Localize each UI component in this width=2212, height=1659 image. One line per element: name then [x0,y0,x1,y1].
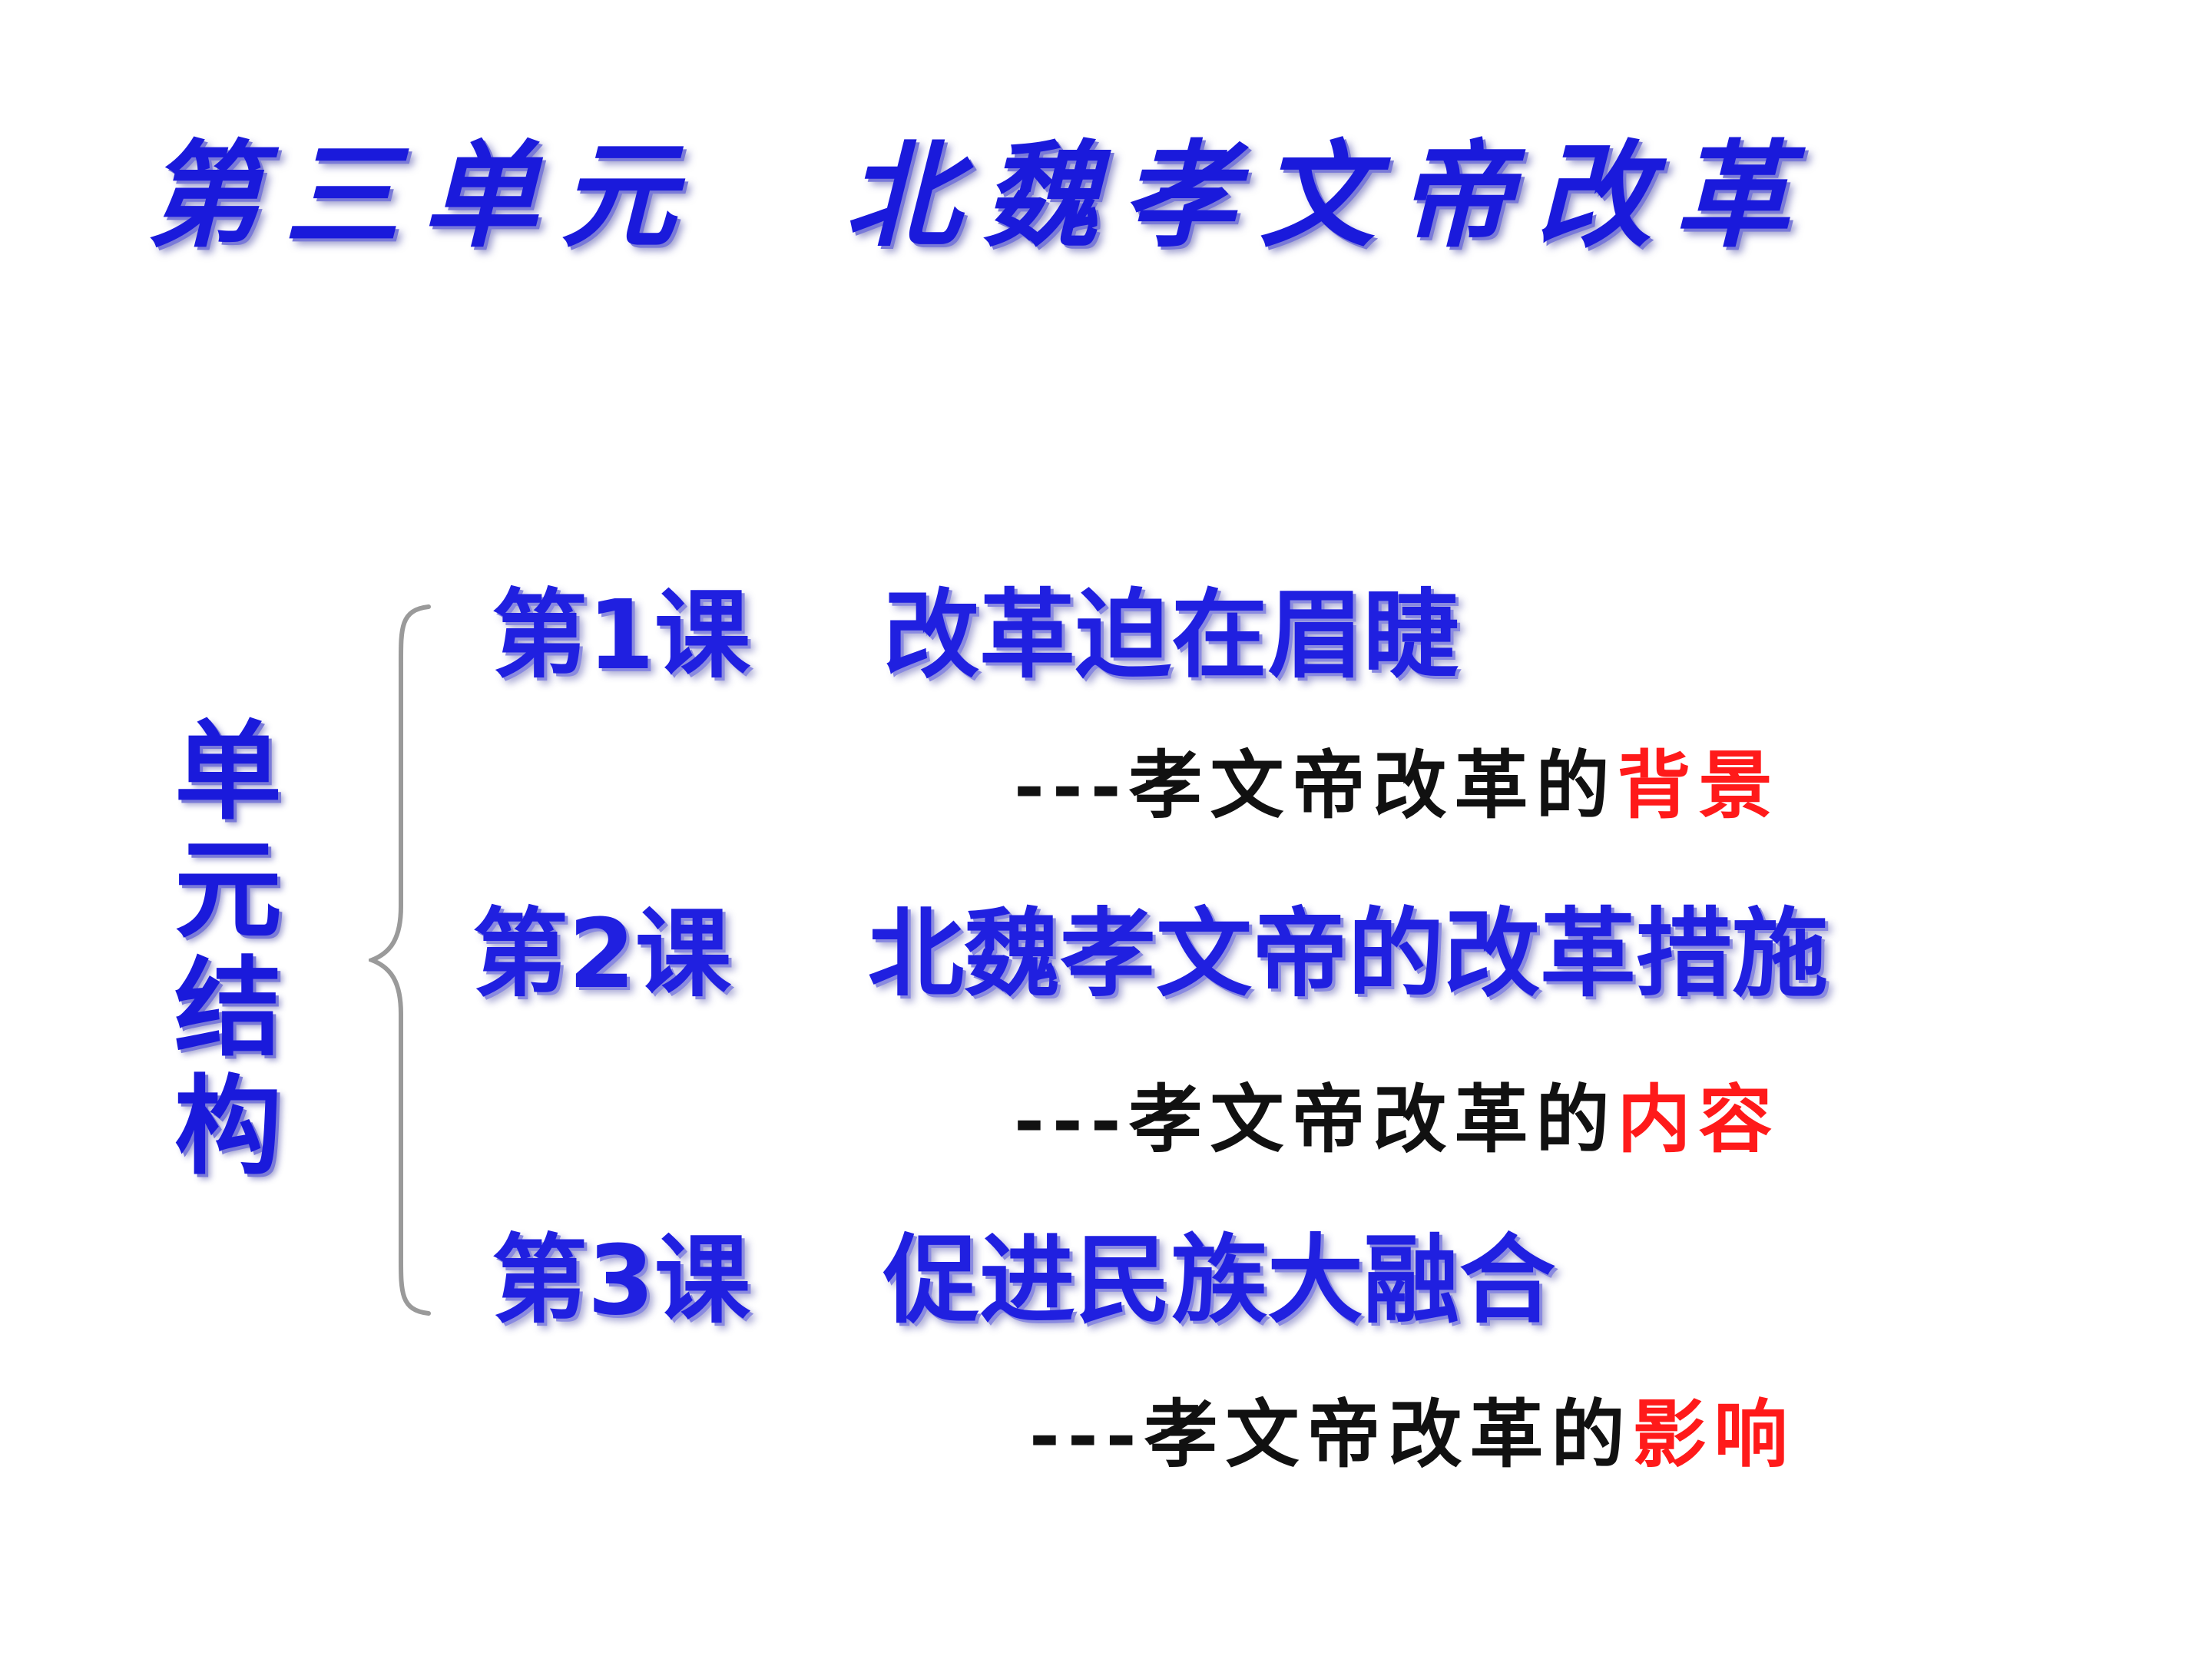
topic-title: 北魏孝文帝改革 [845,128,1813,263]
lesson-1-subtitle-highlight: 背景 [1617,742,1780,829]
lesson-1-subtitle: ---孝文帝改革的背景 [1014,749,1780,823]
lesson-2-title: 北魏孝文帝的改革措施 [868,899,1828,1010]
unit-structure-label: 单元结构 [156,714,282,1187]
lesson-1-subtitle-prefix: ---孝文帝改革的 [1014,742,1618,829]
lesson-3-subtitle-prefix: ---孝文帝改革的 [1029,1391,1633,1478]
unit-title: 第三单元 [146,128,700,263]
lesson-3-subtitle-highlight: 影响 [1632,1391,1796,1478]
lesson-3-subtitle: ---孝文帝改革的影响 [1029,1398,1796,1472]
lesson-1-number: 第1课 [492,580,750,691]
lesson-3-title: 促进民族大融合 [883,1225,1555,1336]
lesson-2-subtitle-prefix: ---孝文帝改革的 [1014,1076,1618,1163]
lesson-2-subtitle-highlight: 内容 [1617,1076,1780,1163]
lesson-1-title: 改革迫在眉睫 [883,580,1459,691]
lesson-3-number: 第3课 [492,1225,750,1336]
lesson-2-number: 第2课 [472,899,731,1010]
curly-brace-icon [369,604,431,1316]
lesson-2-subtitle: ---孝文帝改革的内容 [1014,1083,1780,1157]
